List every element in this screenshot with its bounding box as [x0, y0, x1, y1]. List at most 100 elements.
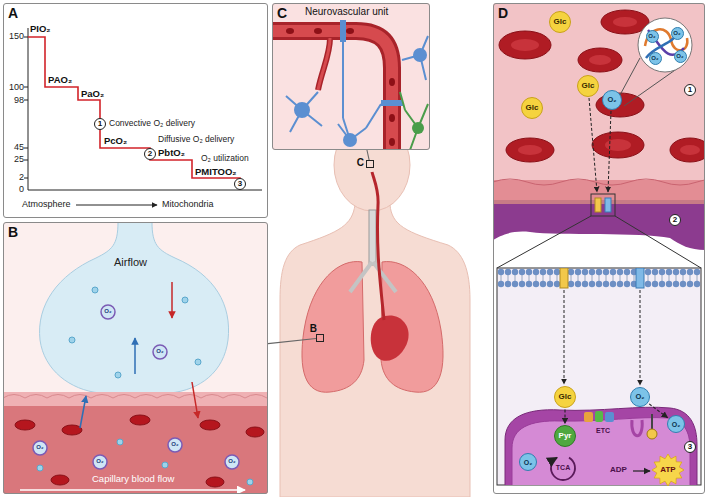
- panel-frame: C: [272, 3, 430, 150]
- oxygen-cascade-graph-part: [3, 3, 268, 218]
- lipid-tail: [578, 275, 579, 281]
- cellular-metabolism-illustration-part: [493, 204, 705, 250]
- axis-tick: 98: [6, 95, 24, 106]
- neurovascular-illustration-part: [381, 100, 403, 106]
- node-label: O₂: [673, 30, 680, 36]
- glucose-molecule: Glc: [577, 75, 599, 97]
- alveolus-illustration-part-part: [92, 287, 98, 293]
- lipid-head: [540, 269, 546, 275]
- neurovascular-illustration-part: [272, 31, 392, 150]
- lipid-tail: [676, 275, 677, 281]
- alveolus-illustration-part: [3, 395, 268, 399]
- neurovascular-illustration-part-part: [286, 28, 294, 34]
- body-silhouette-part: [334, 119, 410, 211]
- lipid-tail: [501, 275, 502, 281]
- cellular-metabolism-illustration-part-part: [670, 138, 705, 162]
- axis-tick: 0: [6, 184, 24, 195]
- lipid-head: [575, 281, 581, 287]
- lipid-head: [505, 281, 511, 287]
- body-silhouette-part: [372, 172, 384, 320]
- node-label: 2: [148, 150, 152, 158]
- lipid-head: [540, 281, 546, 287]
- glucose-molecule: Glc: [554, 386, 576, 408]
- neurovascular-illustration-part-part: [294, 102, 310, 118]
- cellular-metabolism-illustration-part-part: [578, 48, 622, 72]
- pressure-label: PMITOO₂: [195, 166, 237, 177]
- endothelial-cell: [47, 395, 69, 399]
- alveolus-illustration-part-part: [206, 477, 224, 487]
- alveolus-illustration-part-part: [117, 439, 123, 445]
- lipid-head: [673, 281, 679, 287]
- endothelial-cell: [135, 395, 157, 399]
- node-label: 3: [238, 180, 242, 188]
- alveolus-illustration-part-part: [93, 455, 107, 469]
- alveolus-illustration-part: [171, 282, 173, 318]
- lipid-head: [512, 269, 518, 275]
- lipid-head: [631, 269, 637, 275]
- lipid-head: [505, 269, 511, 275]
- alveolus-illustration-part-part: [33, 441, 47, 455]
- alveolus-illustration-part-part: [246, 427, 264, 437]
- molecule-label: O₂: [100, 308, 116, 315]
- cellular-metabolism-illustration-part: [615, 216, 701, 268]
- mitochondrion-inset-part-part: [640, 290, 641, 385]
- axis-tick: 25: [6, 154, 24, 165]
- neurovascular-illustration-part-part: [413, 48, 427, 62]
- alveolus-illustration-part-part: [37, 465, 43, 471]
- lipid-head: [652, 281, 658, 287]
- neurovascular-illustration-part-part: [343, 36, 428, 118]
- lipid-head: [631, 281, 637, 287]
- endothelial-cell: [113, 395, 135, 399]
- cellular-metabolism-illustration-part-part: [499, 31, 551, 59]
- body-silhouette-part: [350, 262, 396, 292]
- alveolus-illustration-part-part: [200, 420, 220, 430]
- callout-number: 2: [144, 148, 156, 160]
- body-silhouette-part: [280, 205, 470, 497]
- body-silhouette-part: [381, 262, 443, 393]
- lipid-head: [568, 269, 574, 275]
- neurovascular-illustration-part-part: [338, 104, 381, 140]
- lipid-head: [554, 269, 560, 275]
- lipid-head: [638, 269, 644, 275]
- pressure-label: PAO₂: [48, 74, 72, 85]
- node-label: O₂: [524, 459, 533, 466]
- oxygen-molecule: O₂: [667, 415, 685, 433]
- lipid-head: [610, 281, 616, 287]
- axis-tick: 100: [6, 82, 24, 93]
- node-label: 3: [688, 443, 692, 451]
- lipid-head: [610, 269, 616, 275]
- endothelial-cell: [69, 395, 91, 399]
- molecule-label: ADP: [610, 465, 627, 475]
- pressure-label: PbtO₂: [158, 147, 185, 158]
- lipid-tail: [592, 275, 593, 281]
- lipid-head: [547, 269, 553, 275]
- mitochondrion-inset-part-part: [651, 414, 653, 430]
- lipid-head: [589, 281, 595, 287]
- lipid-tail: [669, 275, 670, 281]
- cellular-metabolism-illustration: [493, 3, 705, 268]
- node-label: 2: [673, 216, 677, 224]
- callout-number: 1: [684, 84, 696, 96]
- cellular-metabolism-illustration-part: [493, 3, 705, 183]
- complex-label: ETC: [596, 427, 610, 435]
- lipid-head: [694, 269, 700, 275]
- alveolus-illustration-part: [40, 222, 229, 393]
- lipid-head: [554, 281, 560, 287]
- lipid-head: [617, 269, 623, 275]
- alveolus-illustration-part-part: [195, 359, 201, 365]
- mitochondrion-inset-part-part: [647, 429, 657, 439]
- lipid-head: [659, 281, 665, 287]
- axis-tick: 45: [6, 142, 24, 153]
- neurovascular-illustration-part: [286, 36, 428, 140]
- lipid-tail: [529, 275, 530, 281]
- lipid-head: [617, 281, 623, 287]
- neurovascular-illustration-part: [318, 38, 330, 90]
- neurovascular-illustration-part: [340, 20, 346, 42]
- mitochondrion-inset-part-part: [564, 290, 565, 384]
- node-label: Glc: [526, 104, 539, 112]
- node-label: O₂: [648, 33, 655, 39]
- mitochondrion-inset: [497, 268, 701, 486]
- alveolus-illustration-part: [3, 392, 268, 406]
- alveolus-illustration-part: [20, 489, 245, 491]
